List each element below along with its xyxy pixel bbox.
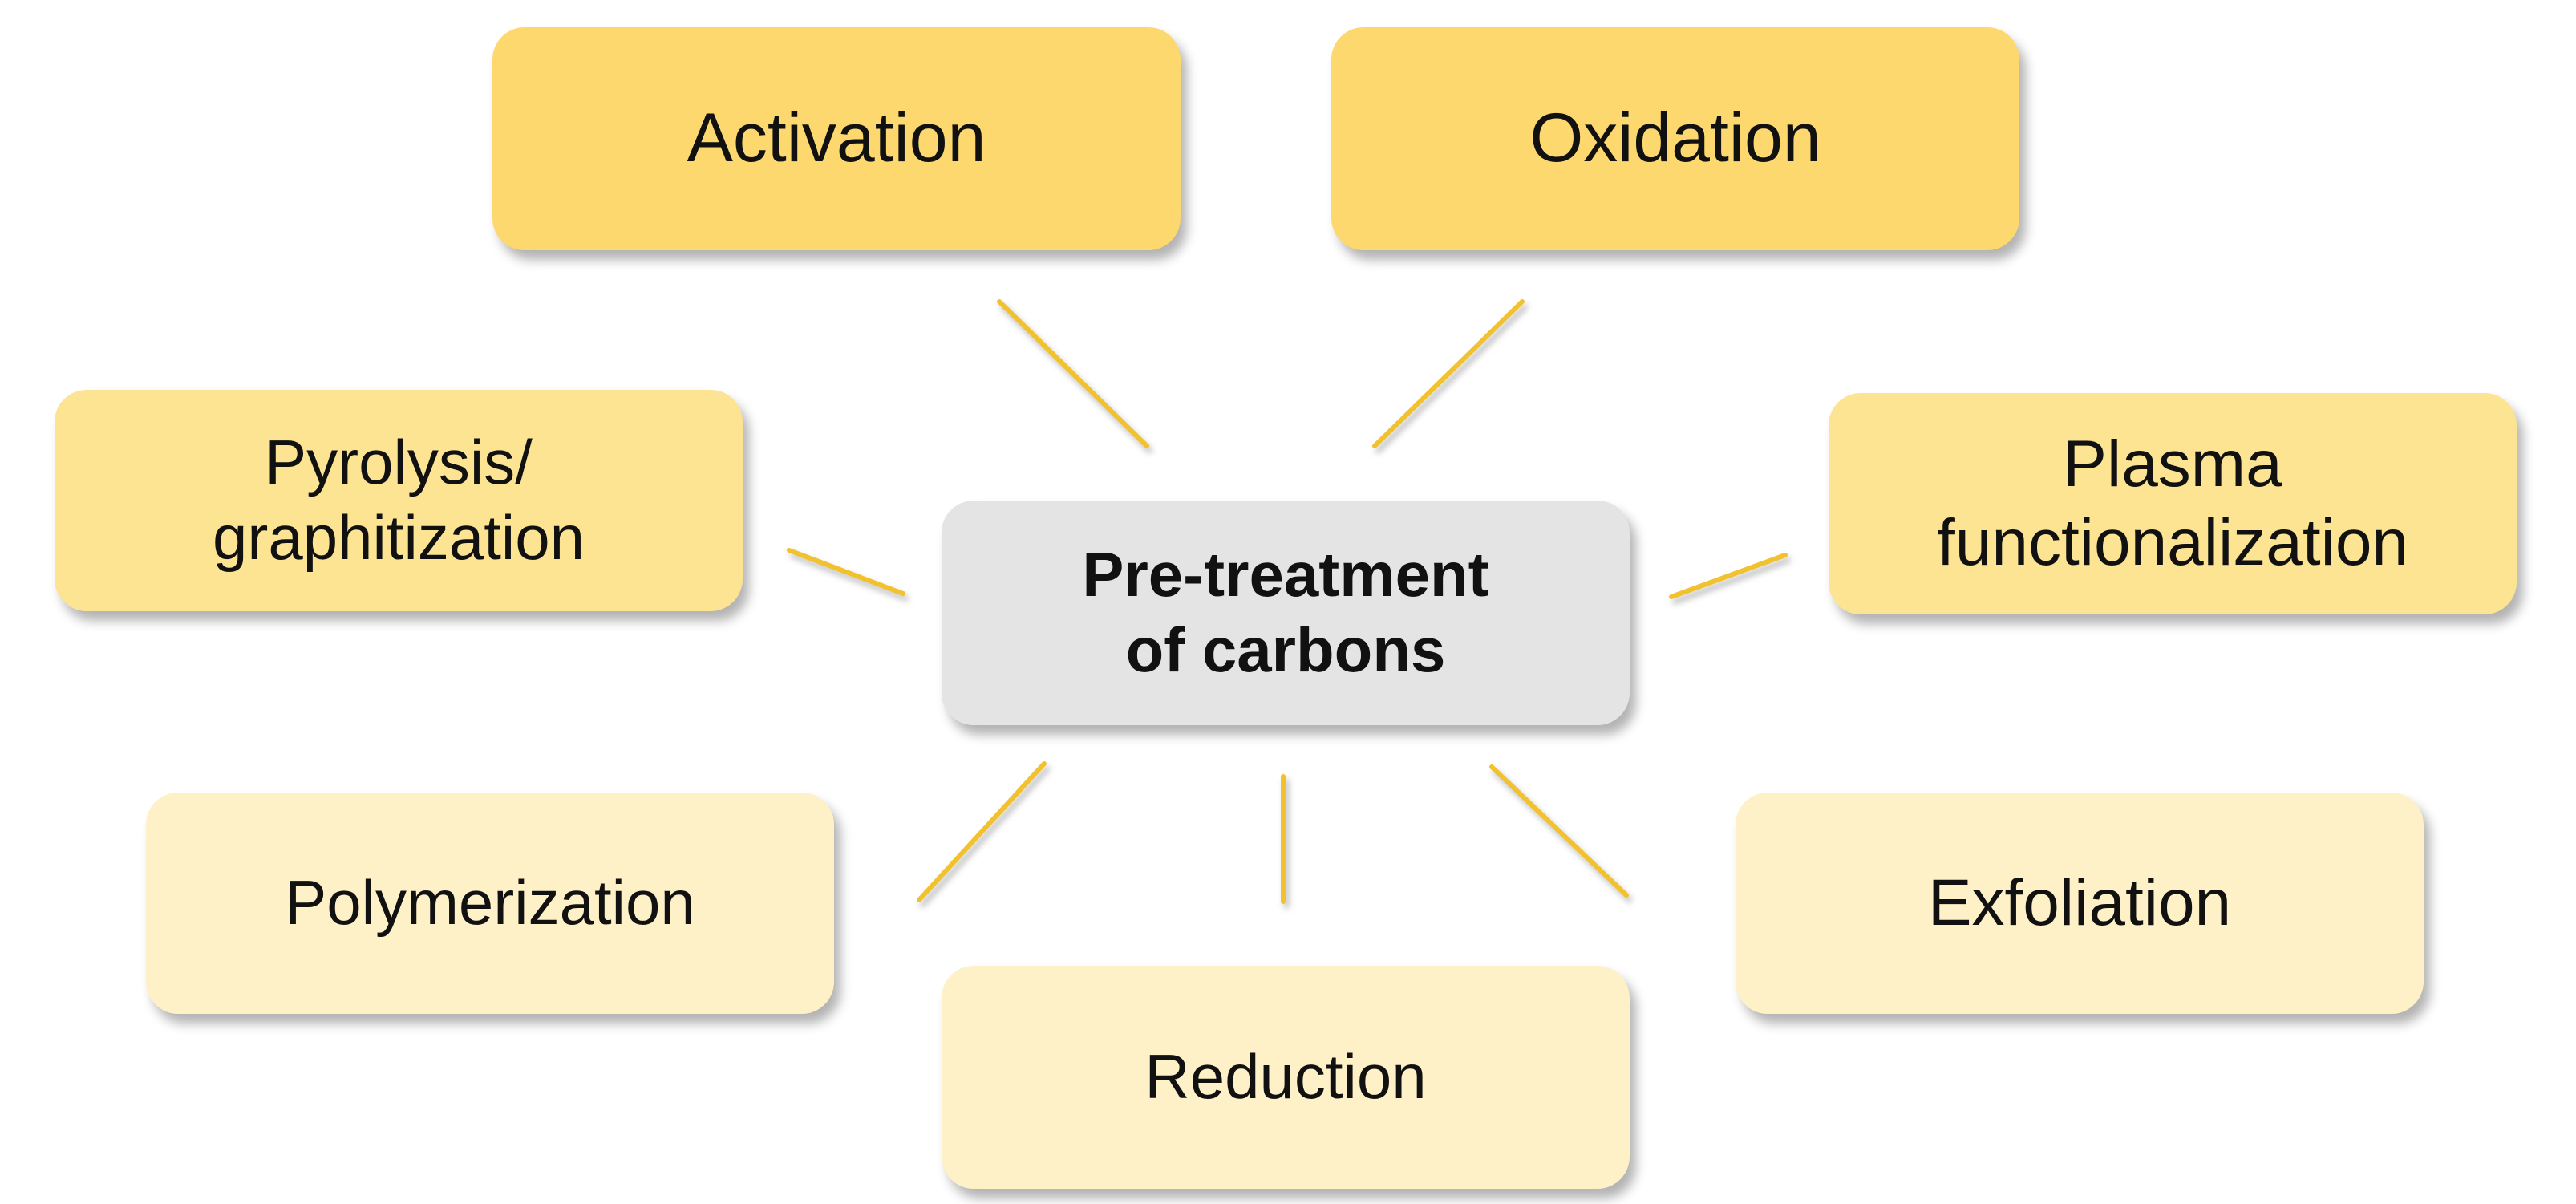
connector-pyrolysis — [787, 548, 905, 596]
connector-exfoliation — [1489, 764, 1629, 898]
polymerization-box: Polymerization — [146, 793, 834, 1014]
activation-box: Activation — [492, 27, 1181, 250]
plasma-box: Plasma functionalization — [1829, 393, 2517, 614]
polymerization-label: Polymerization — [285, 867, 695, 938]
connector-activation — [997, 299, 1149, 448]
center-title-line1: Pre-treatment — [1082, 539, 1489, 610]
exfoliation-box: Exfoliation — [1736, 793, 2424, 1014]
oxidation-box: Oxidation — [1331, 27, 2019, 250]
pyrolysis-label: Pyrolysis/ graphitization — [213, 427, 585, 573]
connector-plasma — [1669, 553, 1788, 599]
reduction-box: Reduction — [942, 966, 1630, 1189]
pyrolysis-box: Pyrolysis/ graphitization — [55, 390, 743, 611]
center-title-line2: of carbons — [1125, 614, 1446, 685]
activation-label: Activation — [687, 99, 986, 177]
reduction-label: Reduction — [1144, 1041, 1427, 1113]
connector-oxidation — [1372, 299, 1525, 448]
exfoliation-label: Exfoliation — [1927, 866, 2232, 939]
center-box: Pre-treatment of carbons — [942, 501, 1630, 725]
connector-polymerization — [917, 761, 1047, 902]
oxidation-label: Oxidation — [1529, 99, 1821, 177]
center-title: Pre-treatment of carbons — [1082, 537, 1488, 687]
plasma-label: Plasma functionalization — [1936, 427, 2409, 579]
